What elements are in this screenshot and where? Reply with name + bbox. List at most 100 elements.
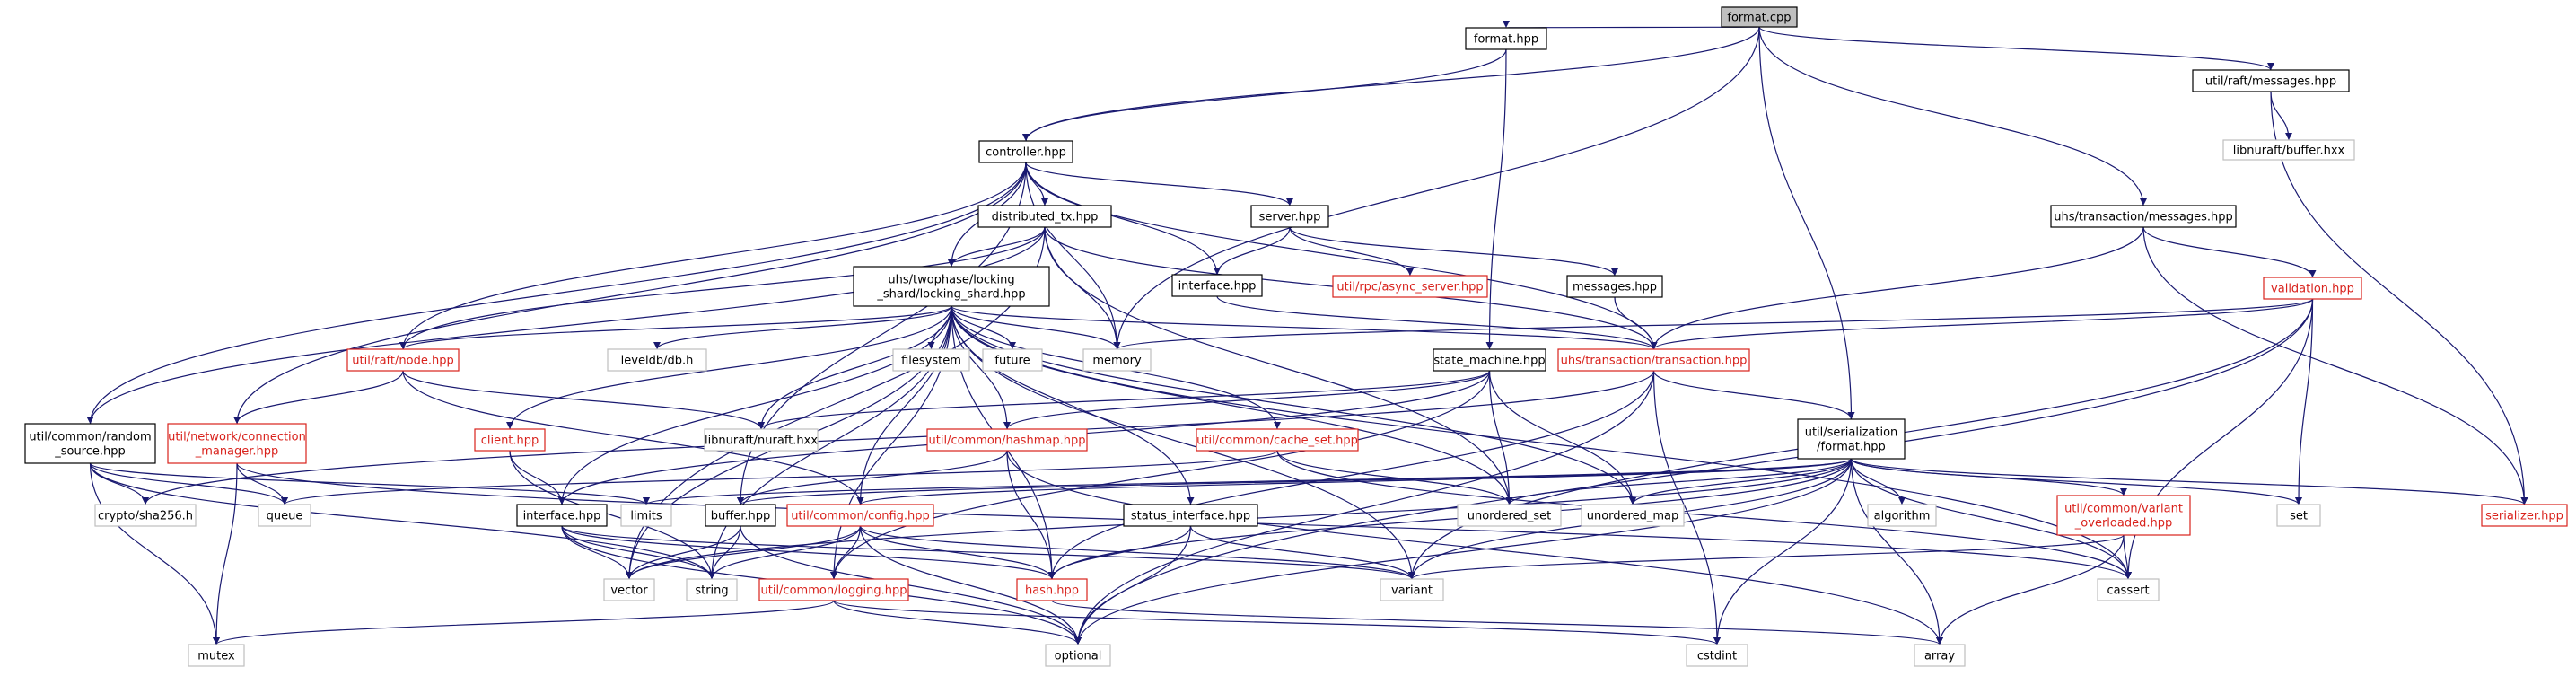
- node-label: status_interface.hpp: [1131, 510, 1250, 523]
- edge-line: [1113, 26, 1760, 350]
- node-formatcpp[interactable]: format.cpp: [1721, 6, 1798, 28]
- node-box: [1045, 644, 1111, 667]
- edge-messageshpp-to-transaction: [1614, 296, 1658, 350]
- node-label: uhs/twophase/locking: [888, 274, 1014, 287]
- node-set: set: [2276, 504, 2321, 527]
- edge-line: [2123, 534, 2132, 580]
- node-label: memory: [1092, 355, 1142, 368]
- edge-line: [89, 462, 715, 580]
- edge-line: [213, 600, 835, 645]
- edge-line: [1652, 370, 1721, 645]
- edge-line: [951, 305, 2132, 580]
- node-label: interface.hpp: [523, 510, 601, 523]
- node-client[interactable]: client.hpp: [474, 428, 546, 452]
- edge-line: [506, 305, 952, 430]
- edge-raftnode-to-connmgr: [233, 370, 404, 425]
- edge-line: [833, 600, 1721, 645]
- edge-lockingshard-to-future: [951, 305, 1016, 350]
- edge-cacheset-to-queue: [281, 450, 1278, 505]
- node-lockingshard[interactable]: uhs/twophase/locking_shard/locking_shard…: [853, 266, 1050, 307]
- node-serialformat[interactable]: util/serialization/format.hpp: [1797, 418, 1906, 460]
- node-formathpp[interactable]: format.hpp: [1465, 27, 1547, 50]
- node-cacheset[interactable]: util/common/cache_set.hpp: [1196, 428, 1359, 452]
- node-label: _shard/locking_shard.hpp: [876, 288, 1025, 302]
- node-hashmap[interactable]: util/common/hashmap.hpp: [926, 428, 1088, 452]
- node-box: [188, 644, 245, 667]
- node-logging[interactable]: util/common/logging.hpp: [758, 578, 909, 601]
- edge-config-to-string: [708, 525, 862, 580]
- edge-serialformat-to-set: [1850, 458, 2302, 505]
- node-raftnode[interactable]: util/raft/node.hpp: [346, 348, 460, 372]
- edge-server-to-interface1: [1214, 226, 1291, 276]
- edge-serialformat-to-optional: [1074, 458, 1853, 645]
- node-box: [1016, 578, 1088, 601]
- edge-line: [1289, 226, 1618, 277]
- edge-line: [1214, 226, 1291, 276]
- node-asyncserver[interactable]: util/rpc/async_server.hpp: [1332, 275, 1488, 298]
- node-label: format.hpp: [1474, 33, 1538, 47]
- edge-variantovl-to-variant: [1408, 534, 2125, 580]
- node-uhsmessages[interactable]: uhs/transaction/messages.hpp: [2050, 205, 2237, 228]
- node-variantovl[interactable]: util/common/variant_overloaded.hpp: [2056, 495, 2191, 536]
- node-box: [1721, 6, 1798, 28]
- node-server[interactable]: server.hpp: [1250, 205, 1329, 228]
- node-box: [982, 348, 1043, 372]
- edge-controller-to-server: [1025, 162, 1293, 206]
- node-statemachine[interactable]: state_machine.hpp: [1433, 348, 1546, 372]
- edge-config-to-vector: [626, 525, 862, 580]
- node-box: [1196, 428, 1359, 452]
- node-box: [2222, 139, 2355, 161]
- node-mutex: mutex: [188, 644, 245, 667]
- node-string: string: [686, 578, 738, 601]
- edge-interface2-to-variant: [561, 525, 1415, 580]
- node-interface2[interactable]: interface.hpp: [516, 504, 608, 527]
- edge-line: [856, 305, 952, 505]
- edge-line: [1758, 26, 1855, 420]
- node-statusiface[interactable]: status_interface.hpp: [1123, 504, 1258, 527]
- edge-line: [1652, 370, 1855, 420]
- edge-serialformat-to-config: [856, 458, 1853, 505]
- edge-lockingshard-to-interface2: [558, 305, 952, 505]
- node-box: [686, 578, 738, 601]
- edge-uhsmessages-to-validation: [2142, 226, 2317, 278]
- node-messageshpp[interactable]: messages.hpp: [1566, 275, 1663, 298]
- node-connmgr[interactable]: util/network/connection_manager.hpp: [167, 423, 307, 464]
- node-box: [853, 266, 1050, 307]
- edge-hashmap-to-bufferhpp: [737, 450, 1008, 505]
- node-label: leveldb/db.h: [621, 355, 694, 368]
- edge-line: [1044, 226, 1513, 505]
- node-label: array: [1924, 650, 1955, 663]
- node-array: array: [1914, 644, 1966, 667]
- node-box: [474, 428, 546, 452]
- edge-line: [1022, 26, 1760, 142]
- node-box: [704, 428, 819, 452]
- edge-distributed-to-unorderedset: [1044, 226, 1513, 505]
- node-raftmessages[interactable]: util/raft/messages.hpp: [2192, 69, 2350, 92]
- edge-cacheset-to-unorderedset: [1276, 450, 1513, 505]
- node-hashhpp[interactable]: hash.hpp: [1016, 578, 1088, 601]
- edge-line: [708, 525, 741, 580]
- edge-interface2-to-string: [561, 525, 715, 580]
- edge-formatcpp-to-uhsmessages: [1758, 26, 2147, 206]
- edge-distributed-to-lockingshard: [948, 226, 1046, 268]
- node-randomsource[interactable]: util/common/random_source.hpp: [24, 423, 156, 464]
- node-controller[interactable]: controller.hpp: [978, 140, 1073, 163]
- node-serializer[interactable]: serializer.hpp: [2481, 504, 2568, 527]
- node-box: [516, 504, 608, 527]
- edge-line: [2295, 298, 2314, 505]
- node-validation[interactable]: validation.hpp: [2263, 277, 2362, 300]
- node-distributed[interactable]: distributed_tx.hpp: [977, 205, 1112, 228]
- node-transaction[interactable]: uhs/transaction/transaction.hpp: [1557, 348, 1750, 372]
- node-cstdint: cstdint: [1686, 644, 1748, 667]
- edge-line: [951, 305, 1011, 430]
- node-box: [603, 578, 655, 601]
- node-label: queue: [267, 510, 303, 523]
- node-config[interactable]: util/common/config.hpp: [786, 504, 934, 527]
- edge-line: [399, 162, 1027, 350]
- edge-lockingshard-to-memory: [951, 305, 1121, 350]
- edge-line: [1276, 450, 2132, 580]
- node-interface1[interactable]: interface.hpp: [1171, 274, 1263, 297]
- node-label: uhs/transaction/transaction.hpp: [1561, 355, 1748, 368]
- node-bufferhpp[interactable]: buffer.hpp: [705, 504, 776, 527]
